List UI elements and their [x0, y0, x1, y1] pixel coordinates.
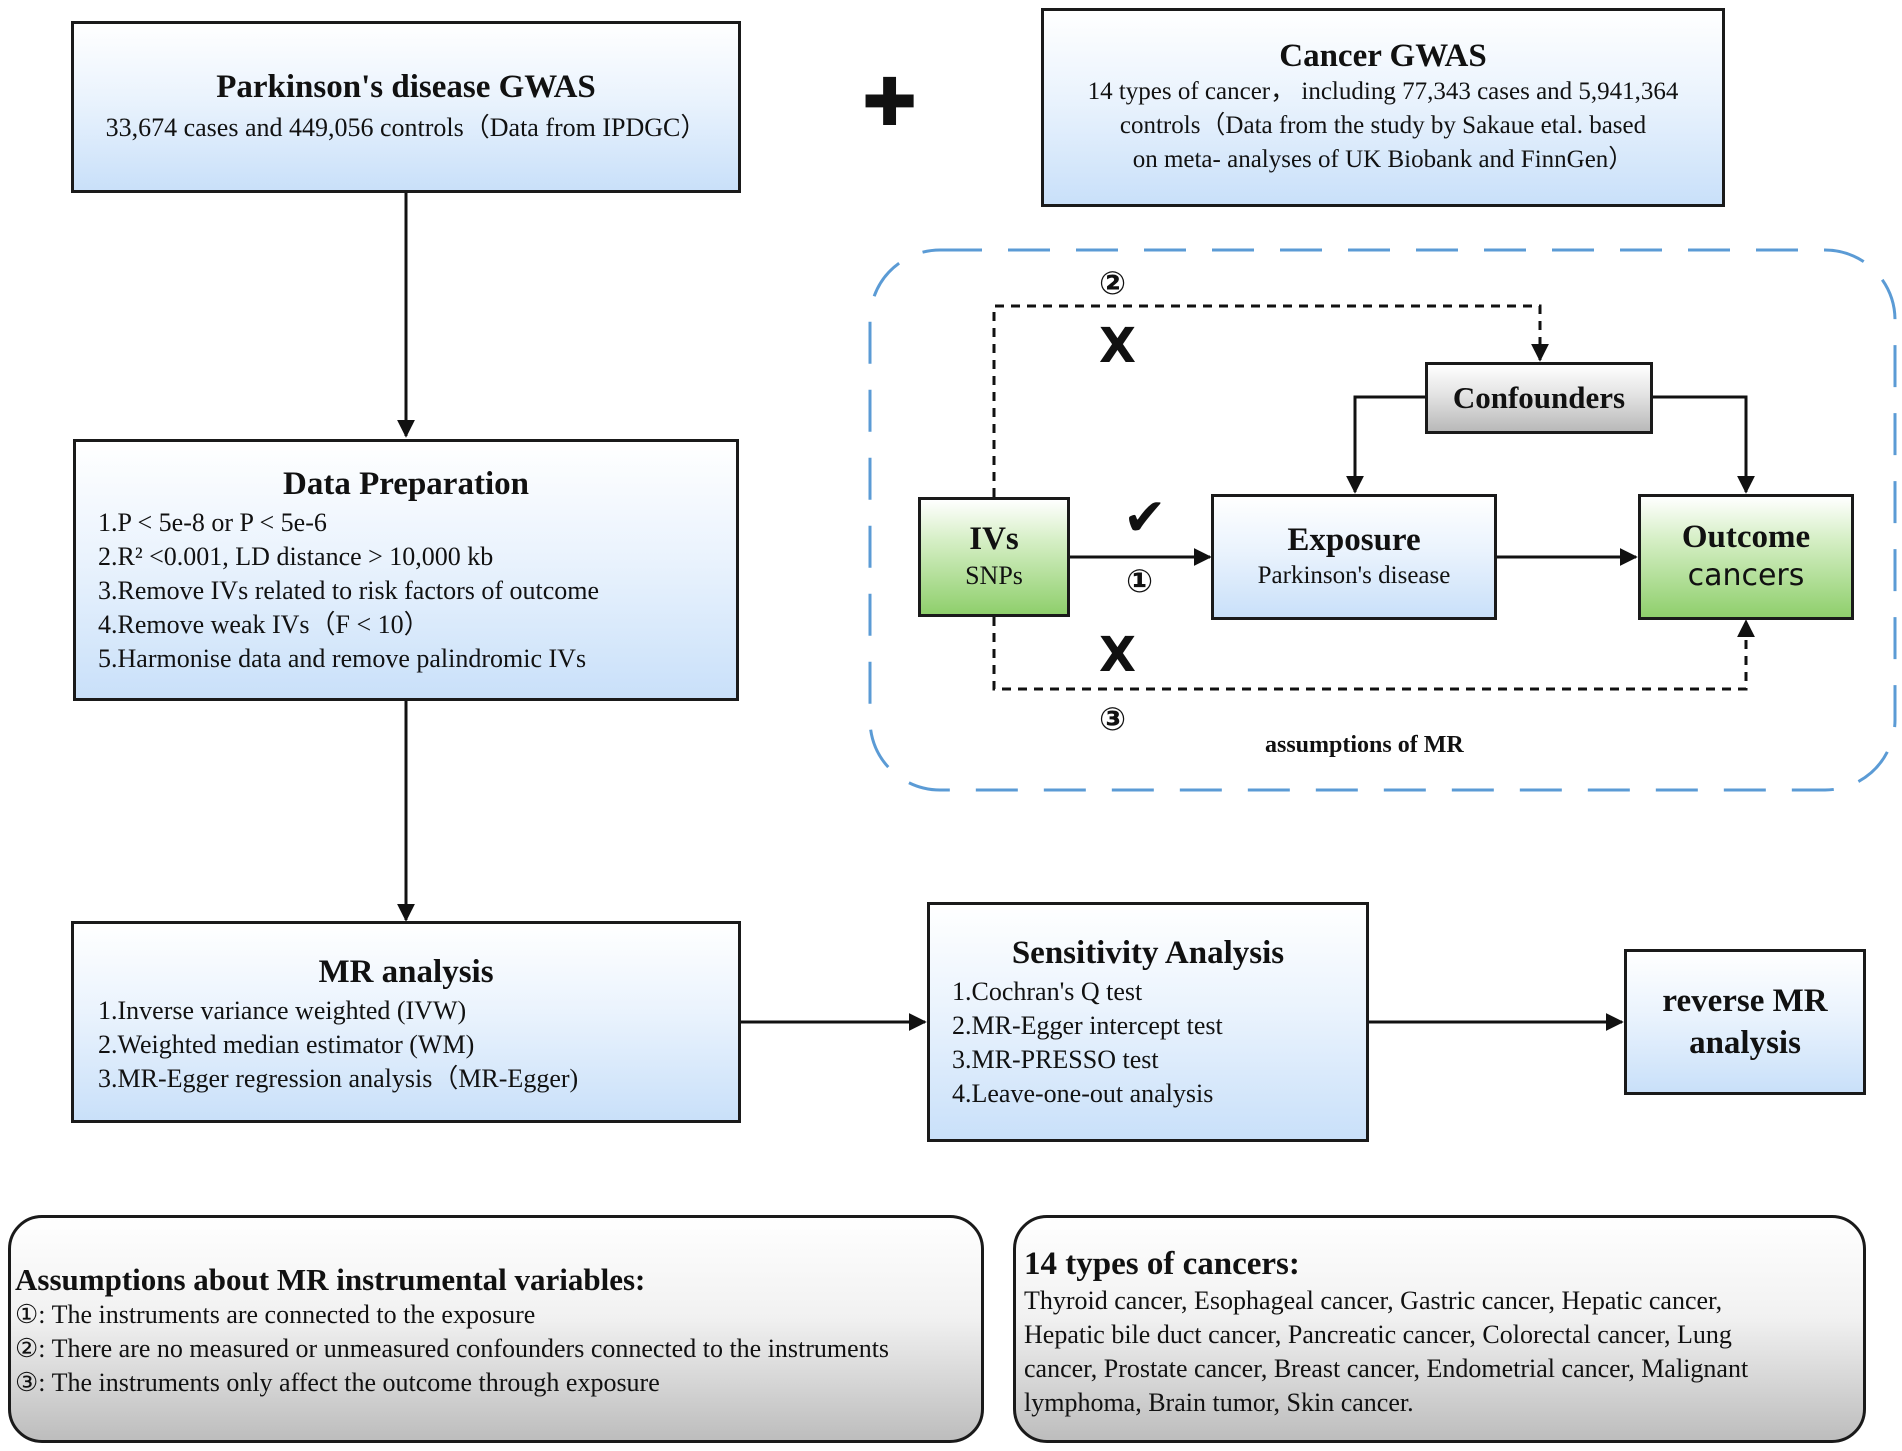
- check-icon: ✔: [1123, 488, 1167, 548]
- arrow-confounders-to-exposure: [1346, 395, 1425, 494]
- reverse-mr-line-1: reverse MR: [1662, 983, 1828, 1019]
- data-preparation-item: 5.Harmonise data and remove palindromic …: [98, 643, 587, 673]
- pd-gwas-box: Parkinson's disease GWAS 33,674 cases an…: [71, 21, 741, 193]
- sensitivity-analysis-item: 2.MR-Egger intercept test: [952, 1010, 1223, 1040]
- cross-icon: X: [1099, 627, 1137, 683]
- sensitivity-analysis-title: Sensitivity Analysis: [1011, 935, 1285, 971]
- cancers-list-line: Hepatic bile duct cancer, Pancreatic can…: [1024, 1320, 1732, 1349]
- data-preparation-item: 3.Remove IVs related to risk factors of …: [98, 575, 600, 605]
- mr-analysis-item: 3.MR-Egger regression analysis（MR-Egger): [98, 1063, 579, 1093]
- plus-icon: ✚: [862, 64, 918, 141]
- outcome-title: Outcome: [1681, 518, 1811, 555]
- data-preparation-item: 4.Remove weak IVs（F < 10）: [98, 609, 430, 639]
- marker-1-icon: ①: [1126, 562, 1154, 600]
- reverse-mr-line-2: analysis: [1689, 1025, 1801, 1061]
- exposure-title: Exposure: [1287, 521, 1421, 558]
- exposure-box: Exposure Parkinson's disease: [1211, 494, 1497, 620]
- assumptions-panel: Assumptions about MR instrumental variab…: [8, 1215, 984, 1443]
- outcome-box: Outcome cancers: [1638, 494, 1854, 620]
- cancers-panel: 14 types of cancers: Thyroid cancer, Eso…: [1013, 1215, 1866, 1443]
- cancer-gwas-line-3: on meta- analyses of UK Biobank and Finn…: [1132, 146, 1634, 174]
- sensitivity-analysis-item: 3.MR-PRESSO test: [952, 1044, 1159, 1074]
- reverse-mr-box: reverse MR analysis: [1624, 949, 1866, 1095]
- exposure-subtitle: Parkinson's disease: [1257, 561, 1451, 589]
- assumptions-dashed-frame: [868, 248, 1897, 792]
- cross-icon: X: [1099, 318, 1137, 374]
- outcome-subtitle: cancers: [1687, 558, 1805, 594]
- data-preparation-title: Data Preparation: [283, 466, 529, 502]
- marker-2-icon: ②: [1099, 264, 1127, 302]
- dashed-path-ivs-to-outcome: [992, 617, 1755, 691]
- data-preparation-item: 2.R² <0.001, LD distance > 10,000 kb: [98, 541, 494, 571]
- mr-analysis-item: 2.Weighted median estimator (WM): [98, 1029, 475, 1059]
- sensitivity-analysis-item: 4.Leave-one-out analysis: [952, 1078, 1214, 1108]
- mr-analysis-title: MR analysis: [318, 954, 494, 990]
- assumption-item: ③: The instruments only affect the outco…: [15, 1368, 660, 1397]
- ivs-title: IVs: [969, 521, 1019, 558]
- assumption-item: ①: The instruments are connected to the …: [15, 1300, 536, 1329]
- assumptions-panel-title: Assumptions about MR instrumental variab…: [15, 1262, 646, 1297]
- ivs-subtitle: SNPs: [965, 561, 1023, 591]
- data-preparation-box: Data Preparation 1.P < 5e-8 or P < 5e-6 …: [73, 439, 739, 701]
- sensitivity-analysis-box: Sensitivity Analysis 1.Cochran's Q test …: [927, 902, 1369, 1142]
- dashed-path-ivs-to-confounders: [992, 304, 1549, 497]
- confounders-label: Confounders: [1452, 380, 1626, 416]
- cancer-gwas-box: Cancer GWAS 14 types of cancer， includin…: [1041, 8, 1725, 207]
- confounders-box: Confounders: [1425, 362, 1653, 434]
- diagram-caption: assumptions of MR: [1265, 732, 1464, 758]
- cancer-gwas-title: Cancer GWAS: [1279, 37, 1487, 74]
- data-preparation-item: 1.P < 5e-8 or P < 5e-6: [98, 507, 327, 537]
- pd-gwas-detail: 33,674 cases and 449,056 controls（Data f…: [105, 113, 707, 143]
- cancers-list-line: lymphoma, Brain tumor, Skin cancer.: [1024, 1388, 1414, 1417]
- cancers-list-line: cancer, Prostate cancer, Breast cancer, …: [1024, 1354, 1749, 1383]
- assumption-item: ②: There are no measured or unmeasured c…: [15, 1334, 890, 1363]
- mr-analysis-box: MR analysis 1.Inverse variance weighted …: [71, 921, 741, 1123]
- ivs-box: IVs SNPs: [918, 497, 1070, 617]
- pd-gwas-title: Parkinson's disease GWAS: [216, 69, 596, 106]
- cancers-panel-title: 14 types of cancers:: [1024, 1246, 1300, 1282]
- sensitivity-analysis-item: 1.Cochran's Q test: [952, 976, 1143, 1006]
- cancer-gwas-line-2: controls（Data from the study by Sakaue e…: [1119, 112, 1647, 140]
- arrow-confounders-to-outcome: [1653, 395, 1755, 494]
- cancer-gwas-line-1: 14 types of cancer， including 77,343 cas…: [1087, 78, 1679, 106]
- mr-analysis-item: 1.Inverse variance weighted (IVW): [98, 995, 467, 1025]
- marker-3-icon: ③: [1099, 700, 1127, 738]
- cancers-list-line: Thyroid cancer, Esophageal cancer, Gastr…: [1024, 1286, 1723, 1315]
